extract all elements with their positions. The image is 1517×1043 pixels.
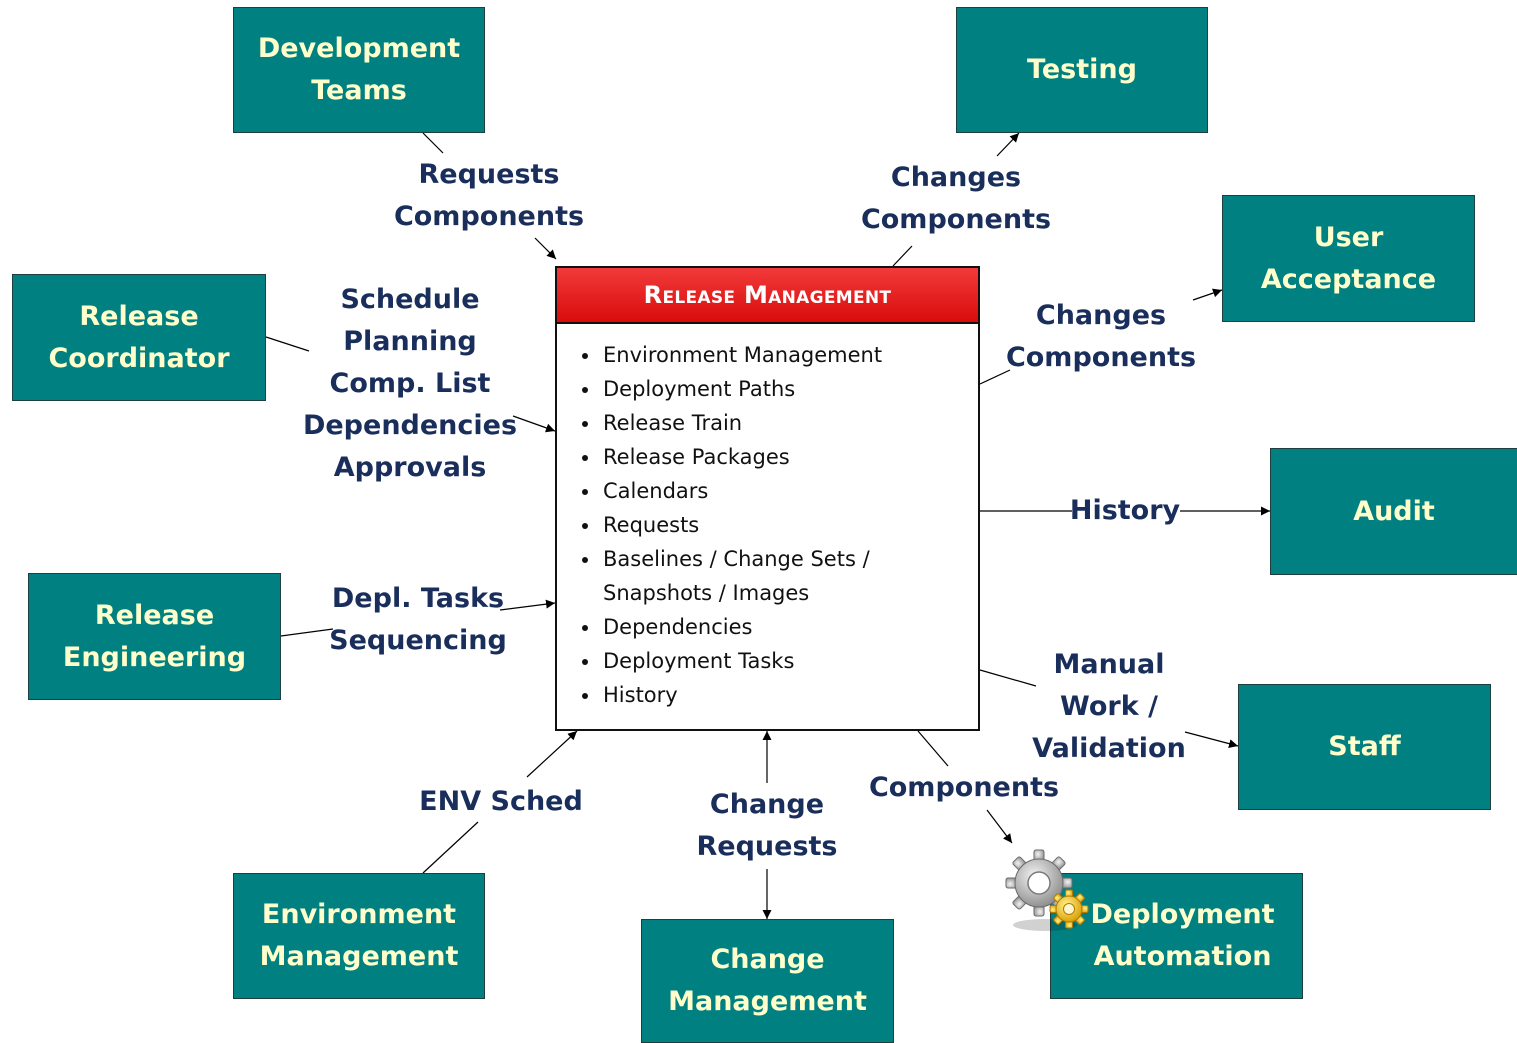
connector-dev-teams-b (534, 237, 557, 260)
box-testing: Testing (956, 7, 1208, 133)
list-item: Dependencies (601, 610, 968, 644)
connector-coordinator-b (512, 415, 556, 433)
connector-deploy-b (986, 809, 1013, 844)
release-management-list: Environment Management Deployment Paths … (557, 324, 978, 712)
list-item: Deployment Paths (601, 372, 968, 406)
label-audit: History (1069, 495, 1181, 526)
connector-deploy-a (917, 730, 949, 767)
connector-dev-teams-a (422, 132, 444, 154)
list-item: Calendars (601, 474, 968, 508)
list-item: Release Train (601, 406, 968, 440)
connector-testing-a (892, 245, 913, 267)
label-change-management: Change Requests (696, 784, 838, 868)
list-item: Release Packages (601, 440, 968, 474)
connector-env-b (526, 730, 578, 778)
label-release-engineering: Depl. Tasks Sequencing (329, 583, 507, 656)
connector-staff-b (1184, 731, 1239, 749)
list-item: Baselines / Change Sets / Snapshots / Im… (601, 542, 968, 610)
label-deployment-automation: Components (868, 772, 1060, 803)
connector-user-acceptance-b (1192, 288, 1223, 301)
box-release-coordinator: Release Coordinator (12, 274, 266, 401)
box-staff: Staff (1238, 684, 1491, 810)
box-user-acceptance: User Acceptance (1222, 195, 1475, 322)
label-dev-teams: Requests Components (393, 159, 585, 232)
connector-env-a (422, 821, 479, 874)
label-testing: Changes Components (860, 162, 1052, 235)
label-release-coordinator: Schedule Planning Comp. List Dependencie… (302, 284, 518, 483)
connector-engineering-a (280, 628, 334, 637)
box-environment-management: Environment Management (233, 873, 485, 999)
box-deployment-automation: Deployment Automation (1050, 873, 1303, 999)
box-change-management: Change Management (641, 919, 894, 1043)
list-item: History (601, 678, 968, 712)
connector-testing-b (996, 132, 1020, 157)
release-management-box: Release Management Environment Managemen… (555, 266, 980, 731)
label-user-acceptance: Changes Components (1005, 300, 1197, 373)
list-item: Deployment Tasks (601, 644, 968, 678)
box-audit: Audit (1270, 448, 1517, 575)
connector-user-acceptance-a (979, 369, 1011, 385)
connector-staff-a (979, 669, 1037, 687)
label-environment-management: ENV Sched (419, 786, 583, 817)
connector-engineering-b (499, 599, 556, 611)
connector-coordinator-a (265, 336, 310, 352)
list-item: Requests (601, 508, 968, 542)
box-development-teams: Development Teams (233, 7, 485, 133)
release-management-title: Release Management (557, 268, 978, 324)
label-staff: Manual Work / Validation (1032, 649, 1186, 764)
gear-icon (1005, 849, 1089, 931)
list-item: Environment Management (601, 338, 968, 372)
box-release-engineering: Release Engineering (28, 573, 281, 700)
